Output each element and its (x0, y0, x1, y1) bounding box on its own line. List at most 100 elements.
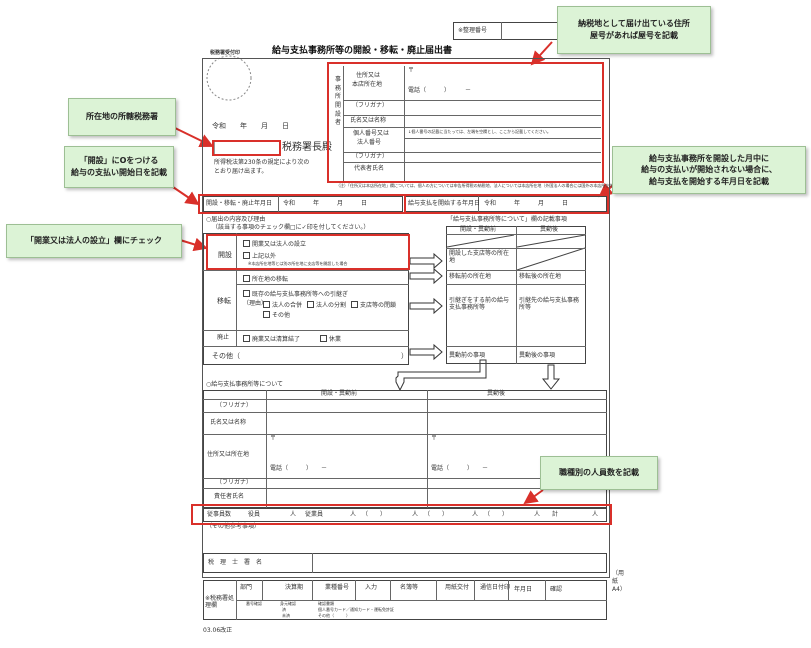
reference-label: ※整理番号 (458, 27, 488, 34)
office-address-label: 住所又は所在地 (207, 451, 250, 458)
option-merge[interactable]: 法人の合併 (263, 301, 302, 310)
arrow-address (530, 41, 553, 66)
arrow-open (169, 184, 200, 206)
proc-registry: 名簿等 (400, 584, 419, 591)
rep-furigana-label: （フリガナ） (352, 153, 389, 160)
submission-date: 令和 年 月 日 (212, 122, 289, 130)
proc-small-1: 番号確認 (246, 601, 262, 606)
proc-confirm: 確認 (550, 586, 563, 593)
office-section-title: ○給与支払事務所等について (206, 381, 284, 388)
transfer-to-cell: 引継先の給与支払事務所等 (519, 297, 580, 311)
highlight-tax-office (212, 140, 281, 156)
option-close-branch[interactable]: 支店等の閉鎖 (351, 301, 396, 310)
stamp-circle (206, 55, 252, 101)
proc-input: 入力 (365, 584, 378, 591)
highlight-applicant (327, 62, 604, 183)
transfer-from-cell: 引継ぎをする前の給与支払事務所等 (449, 297, 510, 311)
reason-paren: （理由） (243, 300, 268, 307)
arrow-staff (523, 489, 544, 505)
revision-label: 03.06改正 (203, 627, 233, 634)
office-postal-after: 〒 (431, 435, 438, 442)
office-phone-before: 電話（ ） － (270, 465, 328, 472)
staff-other-1[interactable]: （ ） (362, 511, 387, 518)
staff-other-3[interactable]: （ ） (484, 511, 509, 518)
start-date-label: 給与支払を開始する年月日 (408, 200, 481, 207)
before-item-cell: 異動前の事項 (449, 352, 486, 359)
arrow-corp (179, 237, 208, 252)
option-transfer[interactable]: 既存の給与支払事務所等への引継ぎ (243, 290, 348, 299)
other-row[interactable]: その他（ ） (212, 352, 408, 360)
right-table-title: 「給与支払事務所等について」欄の記載事項 (447, 216, 567, 223)
note-address: 納税地として届け出ている住所 屋号があれば屋号を記載 (557, 6, 711, 54)
stamp-label: 税務署受付印 (210, 50, 241, 56)
proc-small-4: 個人番号カード／通知カード・運転免許証 (318, 607, 394, 612)
proc-issue: 用紙交付 (445, 584, 470, 591)
form-title: 給与支払事務所等の開設・移転・廃止届出書 (272, 46, 453, 56)
id-note: ↓個人番号の記載に当たっては、左端を空欄とし、ここから記載してください。 (408, 129, 551, 134)
staff-other-2-unit: 人 (472, 511, 479, 518)
move-after-cell: 移転後の所在地 (519, 273, 562, 280)
staff-other-3-unit: 人 (534, 511, 541, 518)
staff-total-unit: 人 (592, 511, 599, 518)
staff-employee-unit: 人 (350, 511, 357, 518)
furigana-label: （フリガナ） (352, 102, 389, 109)
reason-subtitle: （該当する事項のチェック欄□に✓印を付してください。） (212, 224, 370, 231)
highlight-start-date (404, 194, 609, 214)
date-row-label: 開設・移転・廃止年月日 (206, 200, 273, 207)
iten-label: 移転 (217, 297, 231, 305)
address-label-1: 住所又は (356, 72, 381, 79)
arrow-tax-office (174, 127, 214, 148)
note-start: 給与支払事務所を開設した月中に 給与の支払いが開始されない場合に、 給与支払を開… (612, 146, 806, 194)
tax-accountant-label: 税 理 士 署 名 (208, 559, 263, 566)
option-other-note: ※本店所在地等とは別の所在地に支店等を開設した場合 (248, 261, 348, 266)
proc-small-5: その他（ ） (318, 613, 350, 618)
option-dissolve[interactable]: 廃業又は清算結了 (243, 335, 300, 344)
applicant-phone: 電話（ ） － (408, 87, 472, 94)
staff-other-1-unit: 人 (412, 511, 419, 518)
start-date-value[interactable]: 令和 年 月 日 (484, 200, 569, 207)
option-suspend[interactable]: 休業 (320, 335, 341, 344)
form-frame (202, 58, 610, 578)
reason-table (203, 233, 409, 365)
option-split[interactable]: 法人の分割 (307, 301, 346, 310)
proc-dept: 部門 (240, 584, 253, 591)
option-corp[interactable]: 開業又は法人の設立 (243, 240, 306, 249)
proc-small-2: 身元確認 (280, 601, 296, 606)
opened-branch-cell: 開設した支店等の所在地 (449, 250, 510, 264)
option-other[interactable]: 上記以外 (243, 252, 276, 261)
office-phone-after: 電話（ ） － (431, 465, 489, 472)
address-note: （注）「住所又は本店所在地」欄については、個人の方については申告所得税の納税地、… (336, 183, 658, 188)
law-text-1: 所得税法第230条の規定により次の (214, 159, 310, 166)
highlight-open-date (198, 194, 406, 214)
office-furigana: （フリガナ） (216, 402, 253, 409)
tax-office-suffix: 税務署長殿 (282, 142, 332, 153)
office-name-label: 氏名又は名称 (210, 419, 247, 426)
highlight-corp (206, 234, 410, 270)
rep-name-label: 代表者氏名 (354, 165, 385, 172)
other-reference: （その他参考事項） (206, 523, 261, 530)
staff-employee: 従業員 (305, 511, 324, 518)
note-open: 「開設」にOをつける 給与の支払い開始日を記載 (64, 146, 174, 188)
option-move[interactable]: 所在地の移転 (243, 275, 288, 284)
proc-zumi: 済 (282, 607, 286, 612)
law-text-2: とおり届け出ます。 (214, 168, 268, 175)
note-tax-office: 所在地の所轄税務署 (68, 98, 176, 136)
note-corp: 「開業又は法人の設立」欄にチェック (6, 224, 182, 258)
staff-officer: 役員 (248, 511, 261, 518)
reason-title: ○届出の内容及び理由 (206, 216, 266, 223)
change-col-before: 開設・異動前 (460, 226, 497, 233)
kaisetsu-label: 開設 (218, 251, 232, 259)
after-item-cell: 異動後の事項 (519, 352, 556, 359)
office-table (203, 390, 607, 508)
option-etc[interactable]: その他 (263, 311, 290, 320)
proc-comm: 通信日付印 (480, 584, 511, 591)
applicant-side-label: 事務所開設者 (335, 76, 342, 127)
manager-furigana: （フリガナ） (216, 479, 253, 486)
processing-label: ※税務署処理欄 (205, 595, 235, 609)
proc-decision: 決算期 (285, 584, 304, 591)
staff-other-2[interactable]: （ ） (424, 511, 449, 518)
proc-date: 年月日 (514, 586, 533, 593)
date-row-value[interactable]: 令和 年 月 日 (283, 200, 368, 207)
address-label-2: 本店所在地 (352, 81, 383, 88)
